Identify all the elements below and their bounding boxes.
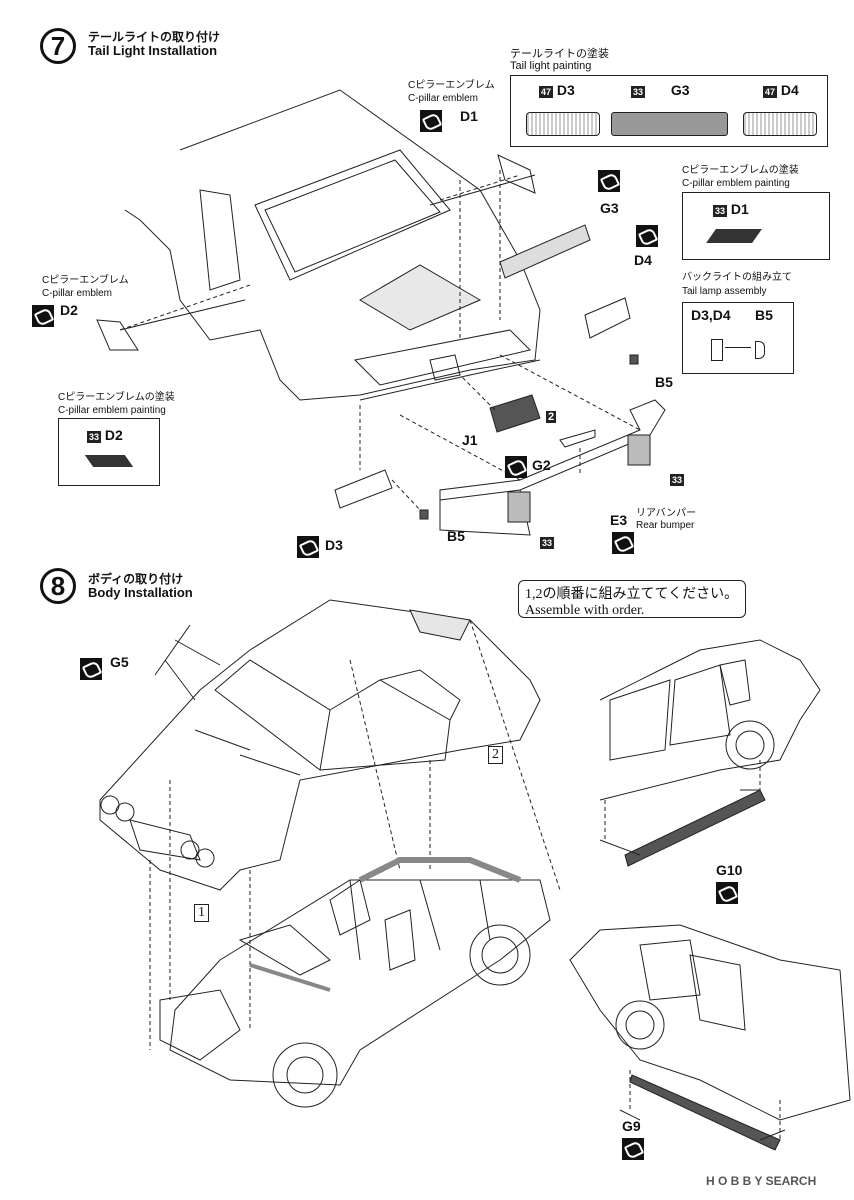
part-d1-label: D1 <box>460 108 478 124</box>
part-b5-label: B5 <box>655 374 673 390</box>
cpillar-paint-left-en: C-pillar emblem painting <box>58 405 166 416</box>
rear-bumper-jp: リアバンパー <box>636 508 697 519</box>
cpillar-paint-right-en: C-pillar emblem painting <box>682 178 790 189</box>
part-b5-label-2: B5 <box>447 528 465 544</box>
glue-icon <box>716 882 738 904</box>
rear-bumper-en: Rear bumper <box>636 520 695 531</box>
lamp-housing-shape <box>711 339 723 361</box>
order-1-marker: 1 <box>194 904 209 922</box>
note-jp: 1,2の順番に組み立ててください。 <box>525 587 739 602</box>
cpillar-paint-right-jp: Cピラーエンブレムの塗装 <box>682 165 799 176</box>
part-d2-label: D2 <box>60 302 78 318</box>
tail-painting-title-en: Tail light painting <box>510 60 592 72</box>
tail-lamp-left-label: D3,D4 <box>691 307 731 323</box>
cpillar-paint-left-jp: Cピラーエンブレムの塗装 <box>58 392 175 403</box>
paint-code-badge: 47 <box>763 86 778 98</box>
glue-icon <box>32 305 54 327</box>
part-g10-label: G10 <box>716 862 743 878</box>
paint-code-badge: 33 <box>87 431 102 443</box>
tail-lamp-assy-en: Tail lamp assembly <box>682 286 767 297</box>
glue-icon <box>612 532 634 554</box>
note-en: Assemble with order. <box>525 603 645 618</box>
paint-code-badge: 33 <box>631 86 646 98</box>
glue-icon <box>505 456 527 478</box>
cpillar-left-en: C-pillar emblem <box>42 288 113 299</box>
part-g5-label: G5 <box>110 654 129 670</box>
glue-icon <box>636 225 658 247</box>
paint-code-badge: 47 <box>539 86 554 98</box>
tail-light-g3-shape <box>611 112 728 136</box>
part-label: D4 <box>780 82 799 98</box>
part-d4-label: D4 <box>634 252 652 268</box>
paint-code-badge: 33 <box>713 205 728 217</box>
lens-shape <box>755 341 765 359</box>
part-label: D3 <box>556 82 575 98</box>
step-7-title-jp: テールライトの取り付け <box>88 30 221 44</box>
tail-lamp-assy-jp: バックライトの組み立て <box>682 272 792 283</box>
part-label: D1 <box>730 201 749 217</box>
arrow-icon <box>725 347 751 348</box>
paint-33-badge: 33 <box>670 474 685 486</box>
part-label: G3 <box>670 82 690 98</box>
cpillar-top-en: C-pillar emblem <box>408 93 479 104</box>
assembly-order-note: 1,2の順番に組み立ててください。 Assemble with order. <box>518 580 746 618</box>
tail-lamp-assy-box: D3,D4 B5 <box>682 302 794 374</box>
part-g9-label: G9 <box>622 1118 641 1134</box>
glue-icon <box>622 1138 644 1160</box>
step-8-title-jp: ボディの取り付け <box>88 572 184 586</box>
order-2-marker: 2 <box>488 746 503 764</box>
part-e3-label: E3 <box>610 512 628 528</box>
part-d3-label: D3 <box>325 537 343 553</box>
glue-icon <box>297 536 319 558</box>
glue-icon <box>80 658 102 680</box>
step-7-title-en: Tail Light Installation <box>88 43 218 58</box>
tail-light-d3-shape <box>526 112 600 136</box>
part-j1-label: J1 <box>462 432 478 448</box>
step-8-number: 8 <box>40 568 76 604</box>
watermark: H O B B Y SEARCH <box>706 1174 817 1188</box>
tail-light-d4-shape <box>743 112 817 136</box>
part-label: D2 <box>104 427 123 443</box>
cpillar-left-jp: Cピラーエンブレム <box>42 275 129 286</box>
cpillar-paint-left-box: 33 D2 <box>58 418 160 486</box>
step-8-title-en: Body Installation <box>88 585 193 600</box>
glue-icon <box>420 110 442 132</box>
step-7-number: 7 <box>40 28 76 64</box>
paint-33-badge: 33 <box>540 537 555 549</box>
part-2-badge: 2 <box>546 411 557 423</box>
part-g2-label: G2 <box>532 457 551 473</box>
tail-painting-box: 47 D3 33 G3 47 D4 <box>510 75 828 147</box>
cpillar-paint-right-box: 33 D1 <box>682 192 830 260</box>
part-g3-label: G3 <box>600 200 619 216</box>
glue-icon <box>598 170 620 192</box>
tail-painting-title-jp: テールライトの塗装 <box>510 48 609 60</box>
cpillar-top-jp: Cピラーエンブレム <box>408 80 495 91</box>
tail-lamp-right-label: B5 <box>755 307 773 323</box>
